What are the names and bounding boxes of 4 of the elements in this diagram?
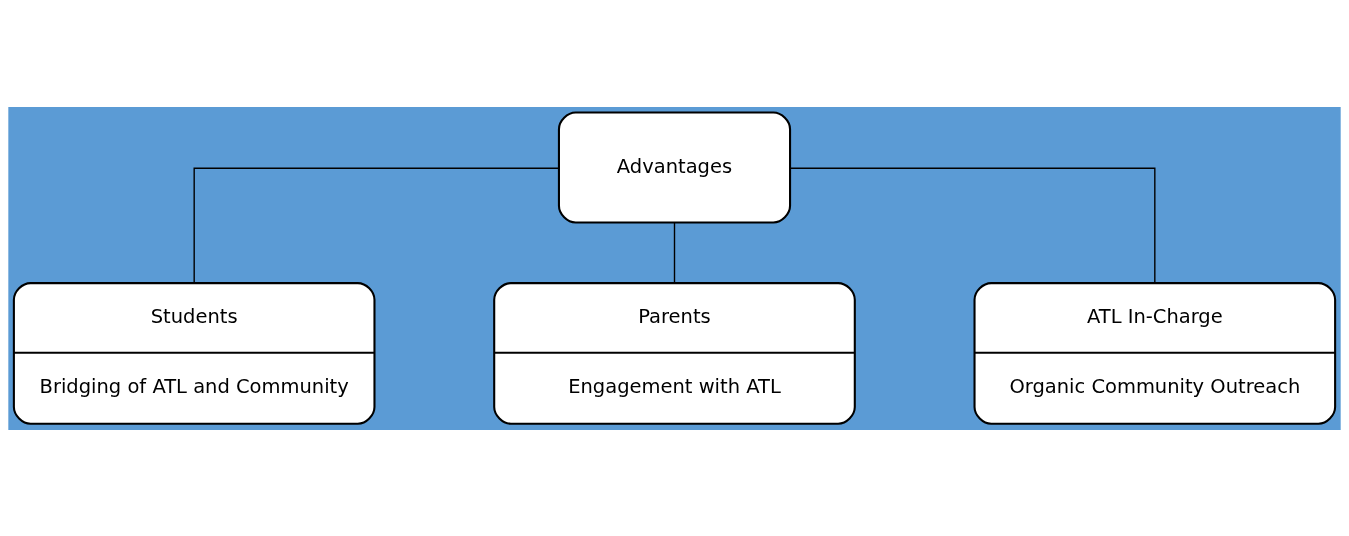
connector <box>789 167 1156 284</box>
connector <box>193 167 560 284</box>
node-box: Advantages <box>557 111 792 224</box>
connector <box>673 221 676 284</box>
